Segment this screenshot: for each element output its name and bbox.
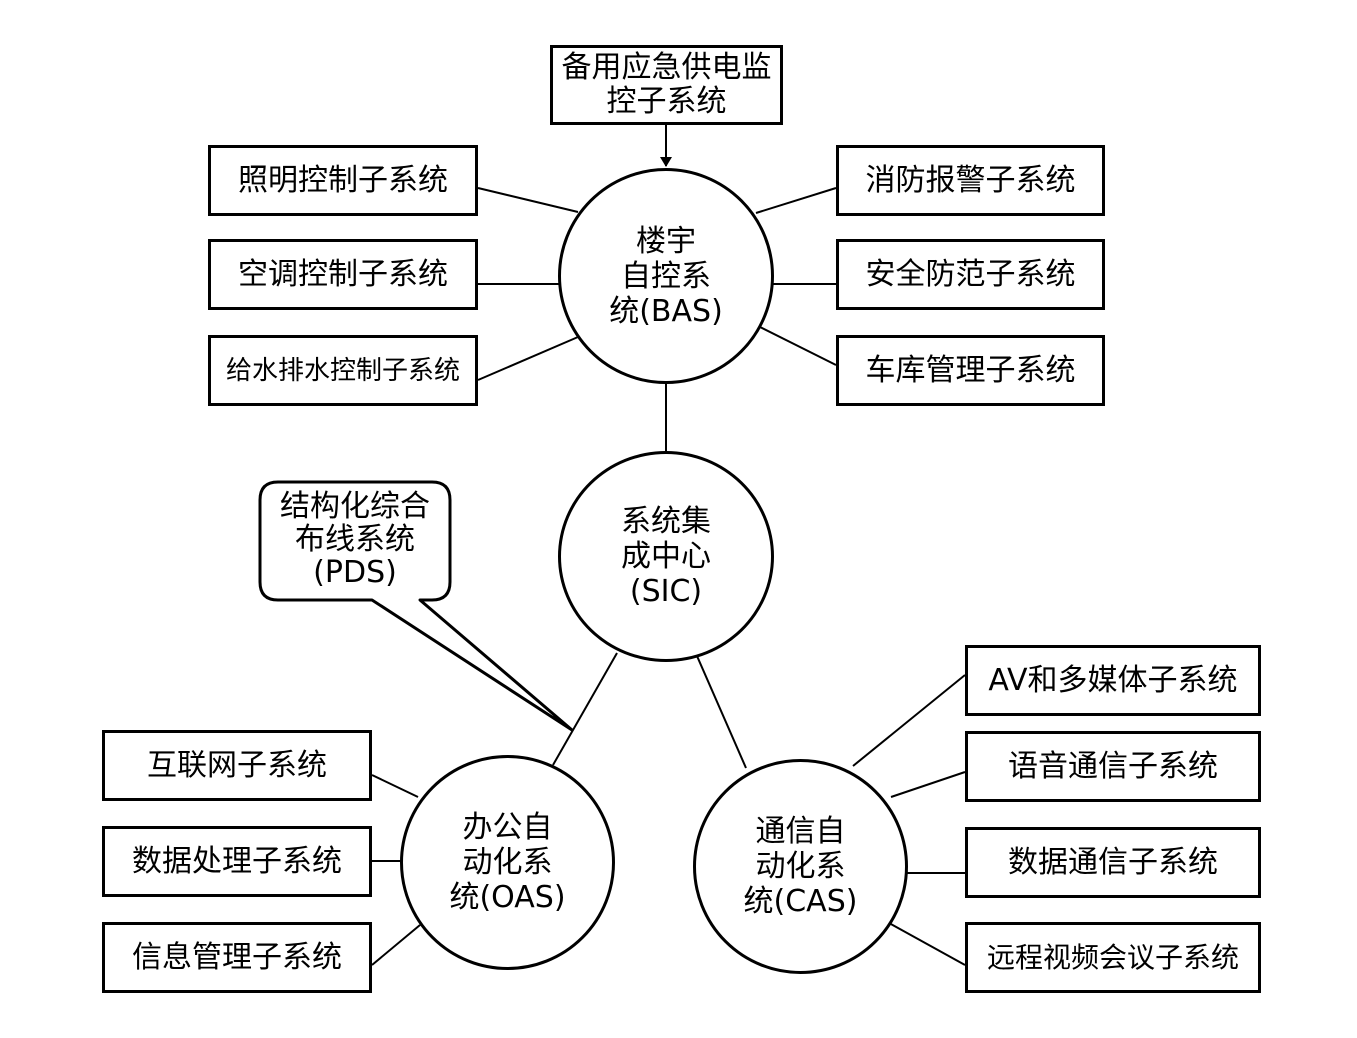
circle-sic: 系统集 成中心 (SIC) [558, 451, 774, 662]
box-voice-communication: 语音通信子系统 [965, 731, 1261, 802]
connector-water [477, 336, 579, 381]
oas-line-3: 统(OAS) [449, 880, 566, 915]
oas-line-1: 办公自 [462, 810, 553, 845]
box-data-communication: 数据通信子系统 [965, 827, 1261, 898]
pds-line-2: 布线系统 [295, 522, 415, 557]
connector-garage [759, 326, 837, 366]
cas-line-2: 动化系 [755, 849, 846, 884]
circle-cas: 通信自 动化系 统(CAS) [693, 759, 908, 974]
sic-line-3: (SIC) [629, 574, 703, 609]
box-fire-alarm: 消防报警子系统 [836, 145, 1105, 216]
sic-line-2: 成中心 [621, 539, 711, 574]
box-video-conference: 远程视频会议子系统 [965, 922, 1261, 993]
pds-callout: 结构化综合 布线系统 (PDS) [262, 490, 448, 589]
pds-line-3: (PDS) [313, 555, 397, 590]
pds-line-1: 结构化综合 [280, 489, 430, 524]
box-water-control: 给水排水控制子系统 [208, 335, 478, 406]
connector-video-conf [888, 922, 966, 966]
box-garage-management: 车库管理子系统 [836, 335, 1105, 406]
bas-line-2: 自控系 [621, 258, 711, 294]
connector-av-multimedia [852, 674, 966, 767]
connector-internet [371, 774, 419, 798]
connector-sic-oas [552, 652, 618, 766]
box-internet: 互联网子系统 [102, 730, 372, 801]
box-lighting-control: 照明控制子系统 [208, 145, 478, 216]
sic-line-1: 系统集 [621, 504, 711, 539]
box-backup-power-line-1: 备用应急供电监 [561, 50, 772, 85]
connector-sic-cas [696, 655, 747, 769]
bas-line-3: 统(BAS) [609, 293, 723, 329]
oas-line-2: 动化系 [462, 845, 553, 880]
connector-lighting [477, 187, 579, 213]
cas-line-1: 通信自 [755, 814, 846, 849]
box-security: 安全防范子系统 [836, 239, 1105, 310]
connector-voice [890, 771, 966, 798]
circle-bas: 楼宇 自控系 统(BAS) [558, 168, 774, 384]
box-backup-power-line-2: 控子系统 [606, 84, 727, 119]
box-hvac-control: 空调控制子系统 [208, 239, 478, 310]
cas-line-3: 统(CAS) [743, 884, 858, 919]
box-data-processing: 数据处理子系统 [102, 826, 372, 897]
box-av-multimedia: AV和多媒体子系统 [965, 645, 1261, 716]
connector-fire-alarm [755, 187, 837, 214]
connector-info-management [371, 924, 421, 966]
circle-oas: 办公自 动化系 统(OAS) [400, 755, 615, 970]
pds-callout-shape [258, 480, 574, 732]
box-info-management: 信息管理子系统 [102, 922, 372, 993]
bas-line-1: 楼宇 [636, 223, 696, 259]
box-backup-power-monitoring: 备用应急供电监 控子系统 [550, 45, 783, 125]
